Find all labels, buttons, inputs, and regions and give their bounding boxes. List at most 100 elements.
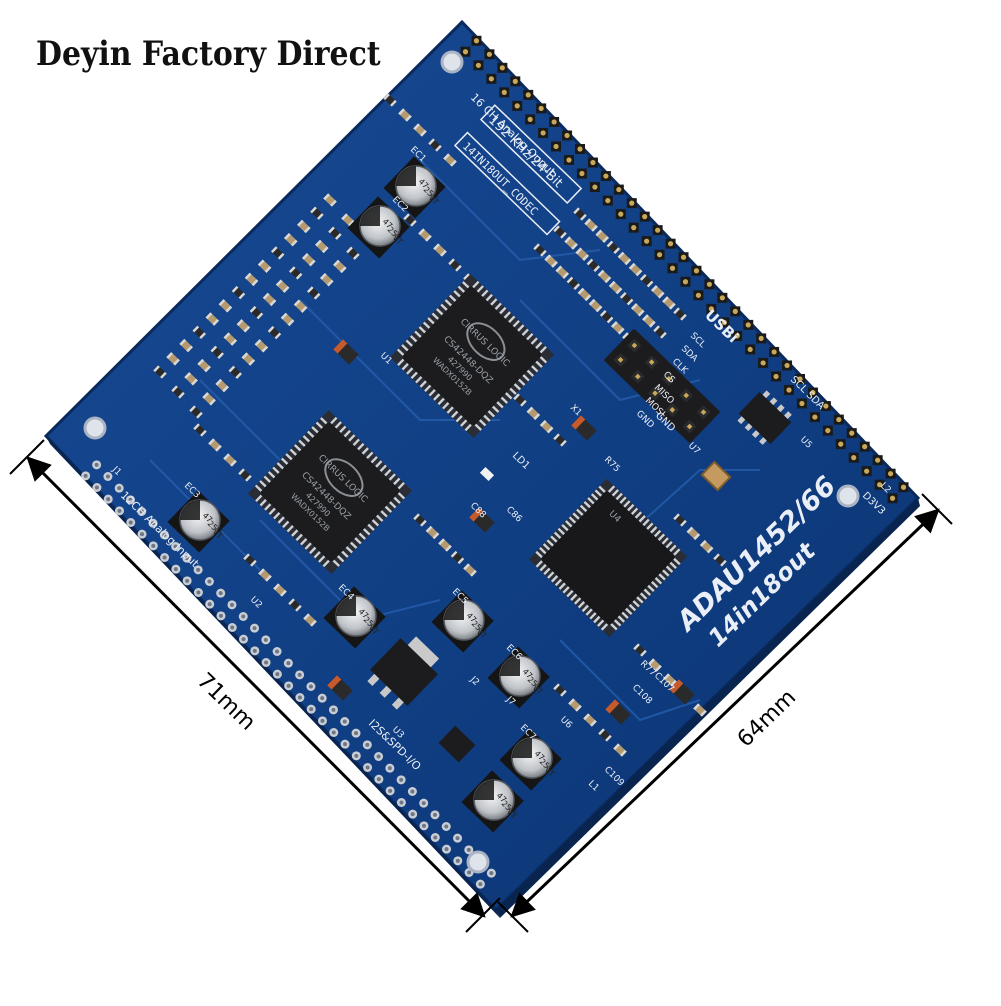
header-pin-gold <box>564 132 570 139</box>
header-hole-center <box>229 602 234 607</box>
smd-part <box>210 345 224 359</box>
pcb-board: CIRRUS LOGIC CS42448-DQZ 427990 WADX0152… <box>43 19 921 918</box>
dimension-label-left: 71mm <box>192 668 260 735</box>
smd-part <box>428 138 442 152</box>
header-pin-gold <box>708 306 714 312</box>
header-hole-center <box>444 847 449 852</box>
header-hole-center <box>309 707 314 712</box>
header-hole-center <box>466 847 471 852</box>
smd-part <box>270 246 285 260</box>
header-hole-center <box>83 473 88 478</box>
header-hole-center <box>388 788 393 793</box>
header-hole-center <box>433 835 438 840</box>
smd-part <box>333 259 347 274</box>
smd-part <box>192 325 206 339</box>
header-hole-center <box>331 707 336 712</box>
smd-part <box>197 358 211 373</box>
smd-part <box>328 226 342 240</box>
smd-part <box>573 207 587 221</box>
header-pin-gold <box>836 416 842 423</box>
header-pin-gold <box>618 211 624 217</box>
header-pin-gold <box>667 241 674 247</box>
header-hole-center <box>297 672 302 677</box>
header-pin-gold <box>721 319 727 325</box>
header-hole-center <box>387 766 392 771</box>
smd-part <box>306 286 321 300</box>
pin-header-top-right <box>460 35 909 504</box>
header-hole-center <box>151 543 156 548</box>
header-pin-gold <box>784 362 790 369</box>
codec-chip-1: CIRRUS LOGIC CS42448-DQZ 427990 WADX0152… <box>389 273 555 439</box>
header-hole-center <box>444 824 449 829</box>
smd-part <box>208 438 222 452</box>
chip-body <box>402 286 542 426</box>
header-hole-center <box>196 590 201 595</box>
smd-part <box>448 258 462 272</box>
header-hole-center <box>275 649 280 654</box>
header-pin-gold <box>486 51 493 57</box>
crystal-oscillator <box>700 460 732 492</box>
header-hole-center <box>275 672 280 677</box>
smd-part <box>662 296 676 310</box>
header-hole-center <box>264 660 269 665</box>
header-hole-center <box>140 532 145 537</box>
header-hole-center <box>455 858 460 863</box>
smd-part <box>564 236 578 250</box>
header-hole-center <box>241 637 246 642</box>
smd-part <box>584 218 598 232</box>
smd-part <box>241 352 256 366</box>
smd-part <box>297 219 311 234</box>
watermark-title: Deyin Factory Direct <box>36 34 381 74</box>
header-pin-gold <box>838 441 844 447</box>
header-pin-gold <box>655 227 661 233</box>
header-hole-center <box>252 626 257 631</box>
header-hole-center <box>320 718 325 723</box>
smd-part <box>555 265 569 279</box>
header-hole-center <box>410 789 415 794</box>
header-hole-center <box>354 731 359 736</box>
smd-part <box>228 365 242 379</box>
header-hole-center <box>94 462 99 467</box>
header-pin-gold <box>825 427 831 434</box>
smd-part <box>617 251 632 266</box>
header-pin-gold <box>551 119 557 125</box>
header-pin-gold <box>797 376 803 382</box>
header-pin-gold <box>629 200 635 206</box>
header-pin-gold <box>499 65 505 71</box>
header-hole-center <box>432 812 437 817</box>
smd-part <box>267 325 282 340</box>
header-pin-gold <box>680 254 687 260</box>
header-hole-center <box>343 742 348 747</box>
header-hole-center <box>94 485 99 490</box>
header-hole-center <box>173 567 178 572</box>
header-pin-gold <box>745 322 751 328</box>
smd-part <box>315 239 329 254</box>
smd-part <box>262 292 277 307</box>
header-hole-center <box>106 497 111 502</box>
header-hole-center <box>421 823 426 828</box>
smd-part <box>608 280 623 295</box>
header-pin-gold <box>695 292 702 298</box>
header-pin-gold <box>475 62 482 68</box>
smd-part <box>595 229 609 243</box>
dimension-arrow-right <box>510 508 940 918</box>
header-pin-gold <box>592 184 598 190</box>
smd-part <box>205 312 220 326</box>
header-hole-center <box>185 578 190 583</box>
header-hole-center <box>297 695 302 700</box>
header-hole-center <box>342 719 347 724</box>
header-hole-center <box>467 870 472 875</box>
smd-part <box>249 305 264 320</box>
header-pin-gold <box>553 143 559 150</box>
smd-part <box>651 285 665 299</box>
header-hole-center <box>399 800 404 805</box>
dimension-tick <box>921 493 953 525</box>
header-hole-center <box>365 742 370 747</box>
smd-part <box>231 285 246 300</box>
header-hole-center <box>263 637 268 642</box>
header-pin-gold <box>603 173 609 179</box>
smd-part <box>293 299 308 313</box>
